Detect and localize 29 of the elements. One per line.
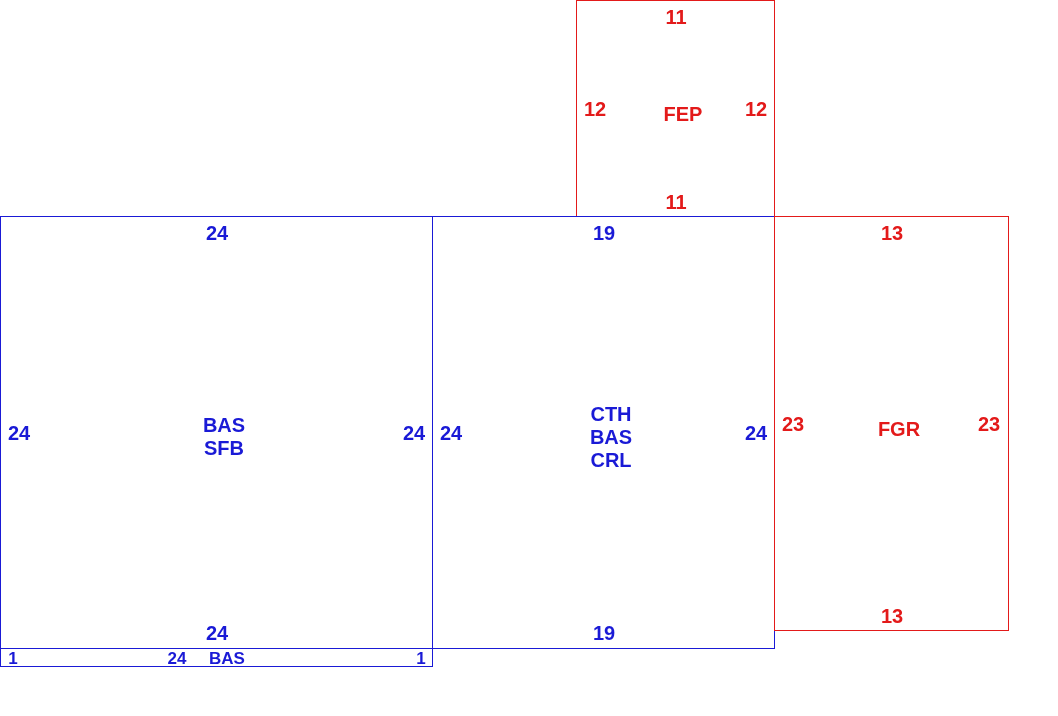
room-outline (0, 216, 433, 649)
room-outline (0, 648, 433, 667)
dimension-label: 1 (416, 650, 426, 668)
dimension-label: 19 (592, 621, 616, 645)
room-outline (432, 216, 775, 649)
room-label: BAS SFB (201, 414, 247, 460)
dimension-label: 13 (880, 221, 904, 245)
dimension-label: 24 (744, 421, 768, 445)
room-outline (774, 216, 1009, 631)
dimension-label: 11 (665, 5, 687, 29)
dimension-label: 24 (7, 421, 31, 445)
dimension-label: 24 (205, 221, 229, 245)
dimension-label: 12 (744, 97, 768, 121)
dimension-label: 23 (977, 412, 1001, 436)
dimension-label: 12 (583, 97, 607, 121)
room-label: FEP (662, 102, 704, 126)
dimension-label: 1 (8, 650, 18, 668)
dimension-label: 24 (205, 621, 229, 645)
dimension-label: 23 (781, 412, 805, 436)
dimension-label: 24 (167, 650, 187, 668)
dimension-label: 13 (880, 604, 904, 628)
dimension-label: 11 (665, 190, 687, 214)
room-label: BAS (209, 650, 245, 668)
room-outline (576, 0, 775, 217)
dimension-label: 19 (592, 221, 616, 245)
dimension-label: 24 (402, 421, 426, 445)
room-label: FGR (876, 417, 922, 441)
dimension-label: 24 (439, 421, 463, 445)
room-label: CTH BAS CRL (588, 402, 634, 472)
